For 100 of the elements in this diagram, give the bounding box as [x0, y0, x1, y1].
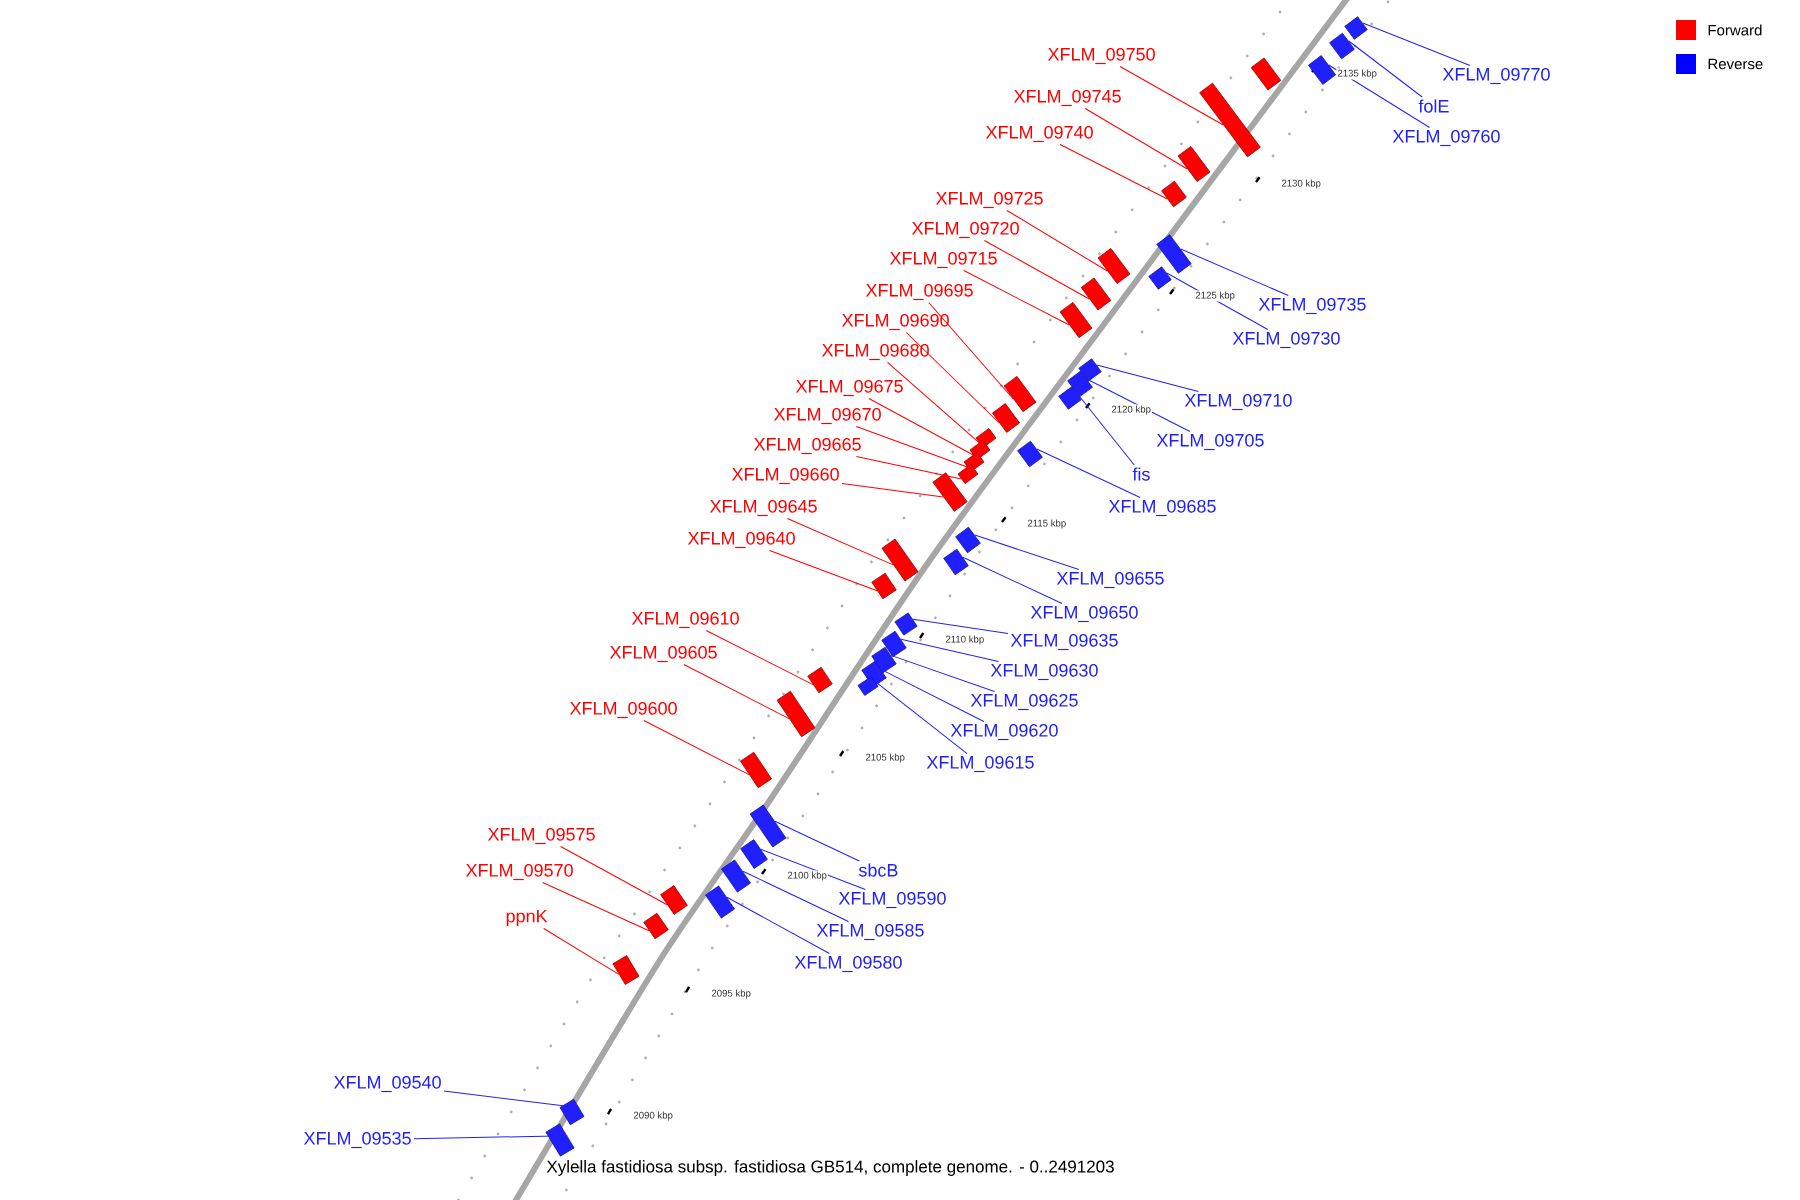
gene-block	[749, 804, 787, 848]
gene-label: XFLM_09615	[926, 755, 1034, 773]
gene-label: folE	[1418, 99, 1449, 113]
leader-line	[1180, 248, 1289, 297]
leader-line	[413, 1135, 568, 1140]
gene-label: XFLM_09760	[1392, 129, 1500, 147]
leader-line	[962, 556, 1063, 605]
leader-line	[841, 483, 944, 498]
leader-line	[890, 654, 995, 693]
gene-label: XFLM_09695	[865, 283, 973, 301]
gene-block	[1177, 146, 1211, 182]
gene-label: XFLM_09725	[935, 191, 1043, 209]
gene-block	[559, 1098, 585, 1126]
gene-label: XFLM_09600	[569, 701, 677, 719]
gene-block	[1080, 277, 1112, 311]
leader-line	[1059, 144, 1168, 200]
leader-line	[1084, 108, 1188, 170]
gene-block	[871, 646, 897, 674]
leader-line	[1166, 272, 1269, 331]
gene-label: XFLM_09540	[333, 1075, 441, 1093]
gene-block	[1148, 266, 1172, 290]
gene-label: XFLM_09570	[465, 863, 573, 881]
leader-line	[887, 362, 980, 444]
gene-block	[1058, 386, 1082, 410]
gene-label: XFLM_09665	[753, 437, 861, 455]
leader-line	[1006, 210, 1108, 272]
gene-block	[943, 548, 969, 576]
leader-line	[855, 426, 968, 468]
gene-block	[1097, 248, 1131, 284]
gene-block	[740, 751, 772, 789]
leader-line	[900, 638, 999, 663]
leader-line	[705, 630, 814, 686]
gene-block	[643, 912, 669, 940]
gene-block	[1250, 57, 1282, 91]
gene-block	[955, 526, 981, 554]
gene-block	[871, 572, 897, 600]
gene-block	[881, 630, 907, 658]
gene-label: XFLM_09675	[795, 379, 903, 397]
leader-line	[983, 240, 1090, 300]
leader-line	[1328, 64, 1431, 129]
gene-label: XFLM_09660	[731, 467, 839, 485]
gene-block	[1329, 32, 1355, 60]
gene-block	[705, 885, 735, 919]
gene-block	[1199, 82, 1261, 158]
gene-label: XFLM_09610	[631, 611, 739, 629]
leader-line	[928, 302, 1014, 400]
gene-block	[740, 839, 768, 869]
gene-label: XFLM_09625	[970, 693, 1078, 711]
gene-label: XFLM_09575	[487, 827, 595, 845]
gene-label: XFLM_09655	[1056, 571, 1164, 589]
gene-block	[992, 403, 1020, 433]
leader-line	[1086, 378, 1191, 433]
leader-line	[1036, 448, 1141, 499]
gene-label: XFLM_09605	[609, 645, 717, 663]
gene-block	[881, 538, 919, 582]
leader-line	[874, 680, 968, 755]
leader-line	[760, 848, 866, 891]
gene-label: XFLM_09620	[950, 723, 1058, 741]
leader-line	[880, 668, 985, 723]
gene-block	[894, 612, 918, 636]
gene-block	[857, 676, 879, 696]
gene-block	[1344, 16, 1368, 40]
gene-block	[776, 690, 816, 738]
gene-label: XFLM_09585	[816, 923, 924, 941]
gene-block	[1067, 370, 1093, 398]
gene-label: XFLM_09580	[794, 955, 902, 973]
leader-line	[905, 332, 1000, 424]
gene-label: XFLM_09720	[911, 221, 1019, 239]
gene-label: fis	[1132, 467, 1150, 481]
caption: Xylella fastidiosa subsp. fastidiosa GB514, complete genome. - 0..2491203	[546, 1160, 1114, 1176]
leader-line	[726, 896, 830, 955]
gene-label: XFLM_09670	[773, 407, 881, 425]
gene-label: XFLM_09640	[687, 531, 795, 549]
gene-label: XFLM_09715	[889, 251, 997, 269]
leader-line	[1096, 364, 1199, 393]
leader-line	[1076, 392, 1135, 466]
gene-label: XFLM_09740	[985, 125, 1093, 143]
gene-label: XFLM_09745	[1013, 89, 1121, 107]
gene-label: XFLM_09750	[1047, 47, 1155, 65]
leader-line	[643, 720, 750, 776]
gene-block	[1017, 440, 1043, 468]
gene-block	[1308, 55, 1336, 85]
leader-line	[443, 1090, 580, 1109]
gene-block	[545, 1123, 575, 1157]
leader-line	[868, 398, 974, 456]
gene-label: XFLM_09730	[1232, 331, 1340, 349]
gene-label: XFLM_09685	[1108, 499, 1216, 517]
leader-line	[786, 518, 894, 566]
gene-label: ppnK	[506, 909, 548, 927]
gene-label: XFLM_09680	[821, 343, 929, 361]
leader-line	[683, 664, 790, 720]
gene-label: sbcB	[858, 863, 898, 877]
gene-block	[1156, 234, 1192, 274]
gene-block	[932, 472, 968, 512]
leader-line	[560, 846, 668, 906]
leader-line	[1119, 65, 1224, 126]
gene-label: XFLM_09710	[1184, 393, 1292, 411]
gene-label: XFLM_09770	[1442, 67, 1550, 85]
gene-block	[721, 859, 751, 893]
gene-label: XFLM_09705	[1156, 433, 1264, 451]
